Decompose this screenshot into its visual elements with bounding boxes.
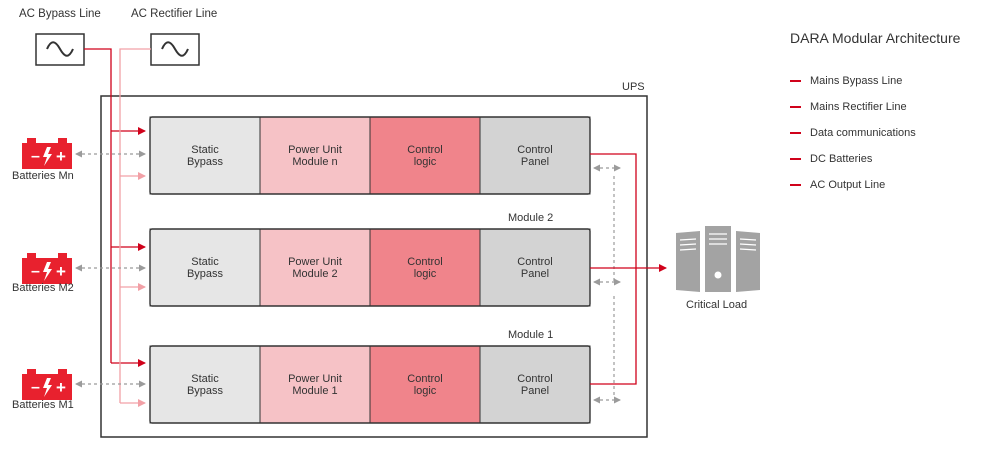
- legend-item: Data communications: [790, 126, 916, 140]
- battery-label: Batteries M2: [12, 282, 74, 294]
- battery-plus-symbol: +: [56, 147, 66, 166]
- legend-label: AC Output Line: [810, 179, 886, 191]
- static-bypass-cell: Static Bypass: [186, 372, 224, 397]
- legend-swatch: [790, 80, 801, 82]
- power-unit-cell: Power Unit Module n: [288, 143, 342, 168]
- legend-item: DC Batteries: [790, 152, 872, 166]
- ups-label: UPS: [622, 81, 645, 93]
- bolt-icon: [43, 147, 52, 166]
- mains-rectifier-line: [119, 48, 151, 407]
- bolt-icon: [43, 378, 52, 397]
- module-label: Module 1: [508, 329, 554, 341]
- ac-rectifier-label: AC Rectifier Line: [131, 8, 218, 20]
- ups-module: [149, 345, 591, 424]
- ac-output-line: [590, 153, 667, 385]
- static-bypass-cell-bg: [149, 345, 261, 424]
- control-logic-cell-bg: [369, 116, 481, 195]
- control-logic-cell-bg: [369, 228, 481, 307]
- battery-plus-symbol: +: [56, 262, 66, 281]
- module-outline: [149, 116, 591, 195]
- battery-icon: –+: [22, 253, 72, 284]
- battery-icon: –+: [22, 138, 72, 169]
- legend-item: Mains Rectifier Line: [790, 100, 907, 114]
- control-panel-cell-bg: [479, 228, 591, 307]
- bolt-icon: [43, 262, 52, 281]
- power-unit-cell: Power Unit Module 2: [288, 255, 342, 280]
- ac-bypass-source-icon: [35, 33, 85, 66]
- control-panel-cell: Control Panel: [517, 255, 553, 280]
- legend-label: DC Batteries: [810, 153, 873, 165]
- control-panel-cell: Control Panel: [517, 372, 553, 397]
- battery-label: Batteries M1: [12, 399, 74, 411]
- control-logic-cell: Control logic: [407, 255, 443, 280]
- legend-item: AC Output Line: [790, 178, 885, 192]
- control-logic-cell: Control logic: [407, 372, 443, 397]
- ac-rectifier-source-icon: [150, 33, 200, 66]
- ups-module: [149, 116, 591, 195]
- static-bypass-cell-bg: [149, 228, 261, 307]
- control-logic-cell: Control logic: [407, 143, 443, 168]
- legend-swatch: [790, 184, 801, 186]
- legend-label: Mains Rectifier Line: [810, 101, 907, 113]
- battery-minus-symbol: –: [31, 379, 40, 396]
- legend-swatch: [790, 158, 801, 160]
- battery-icon: –+: [22, 369, 72, 400]
- module-label: Module 2: [508, 212, 554, 224]
- power-unit-cell-bg: [259, 116, 371, 195]
- battery-plus-symbol: +: [56, 378, 66, 397]
- battery-label: Batteries Mn: [12, 170, 74, 182]
- server-rack-icon: [676, 226, 760, 292]
- power-unit-cell-bg: [259, 345, 371, 424]
- static-bypass-cell: Static Bypass: [186, 143, 224, 168]
- legend-swatch: [790, 132, 801, 134]
- mains-bypass-line: [84, 48, 146, 367]
- ups-module: [149, 228, 591, 307]
- page-title: DARA Modular Architecture: [790, 30, 961, 46]
- battery-minus-symbol: –: [31, 263, 40, 280]
- control-panel-cell: Control Panel: [517, 143, 553, 168]
- legend-label: Mains Bypass Line: [810, 75, 903, 87]
- data-communications-line: [593, 164, 621, 404]
- legend-label: Data communications: [810, 127, 916, 139]
- static-bypass-cell: Static Bypass: [186, 255, 224, 280]
- legend-item: Mains Bypass Line: [790, 74, 902, 88]
- battery-minus-symbol: –: [31, 148, 40, 165]
- critical-load-label: Critical Load: [686, 299, 748, 311]
- power-unit-cell: Power Unit Module 1: [288, 372, 342, 397]
- ac-bypass-label: AC Bypass Line: [19, 8, 101, 20]
- legend-swatch: [790, 106, 801, 108]
